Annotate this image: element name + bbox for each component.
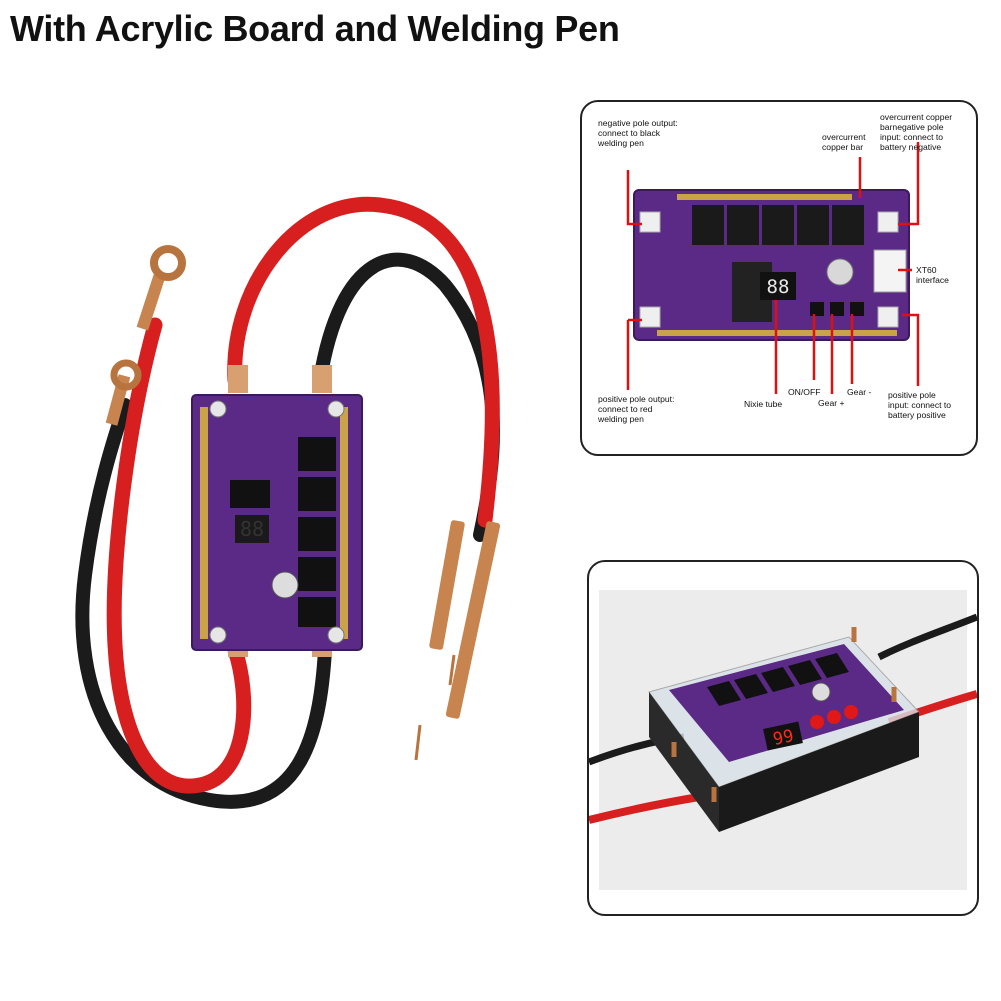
- svg-text:88: 88: [240, 517, 264, 541]
- product-photo: 88: [40, 175, 540, 875]
- label-gear-plus: Gear +: [818, 398, 845, 408]
- nixie-tube: [760, 272, 796, 300]
- label-positive-output: positive pole output: connect to red wel…: [598, 394, 675, 424]
- annotated-diagram-panel: 88 negative pole output: connect to blac…: [580, 100, 978, 456]
- label-negative-output: negative pole output: connect to black w…: [598, 118, 678, 148]
- copper-bar-top: [677, 194, 852, 200]
- acrylic-case-photo-panel: 99: [587, 560, 979, 916]
- red-cable-lower: [106, 317, 252, 794]
- label-gear-minus: Gear -: [847, 387, 872, 397]
- diagram-display-value: 88: [767, 276, 790, 298]
- ring-terminal-black: [105, 359, 142, 426]
- label-overcurrent-bar: overcurrent copper bar: [822, 132, 866, 152]
- page-title: With Acrylic Board and Welding Pen: [10, 8, 620, 49]
- black-cable-lower: [75, 398, 332, 809]
- label-negative-input: overcurrent copper barnegative pole inpu…: [880, 112, 953, 152]
- welding-pen: [414, 520, 501, 761]
- label-on-off: ON/OFF: [788, 387, 821, 397]
- label-nixie-tube: Nixie tube: [744, 399, 783, 409]
- spot-welder-board: 88: [191, 394, 363, 651]
- label-positive-input: positive pole input: connect to battery …: [888, 390, 952, 420]
- ring-terminal-red: [136, 245, 186, 331]
- acrylic-display-value: 99: [771, 726, 795, 750]
- red-cable: [227, 196, 500, 528]
- label-xt60: XT60 interface: [916, 265, 949, 285]
